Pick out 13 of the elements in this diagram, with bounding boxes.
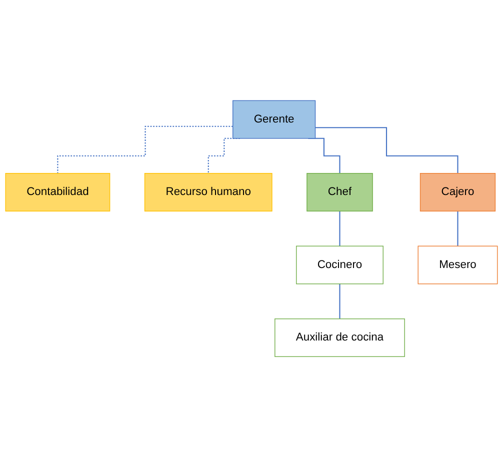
connector: [339, 210, 340, 247]
connector: [339, 284, 340, 320]
node-box: Recurso humano: [144, 173, 272, 212]
node-box: Auxiliar de cocina: [274, 318, 405, 358]
node-box: Cocinero: [296, 246, 384, 285]
node-box: Chef: [306, 173, 373, 212]
node-box: Gerente: [232, 100, 316, 140]
node-box: Mesero: [418, 246, 498, 285]
connector: [315, 128, 458, 174]
connector: [57, 126, 233, 174]
connector: [457, 210, 458, 247]
node-box: Contabilidad: [5, 173, 110, 212]
node-box: Cajero: [420, 173, 496, 212]
